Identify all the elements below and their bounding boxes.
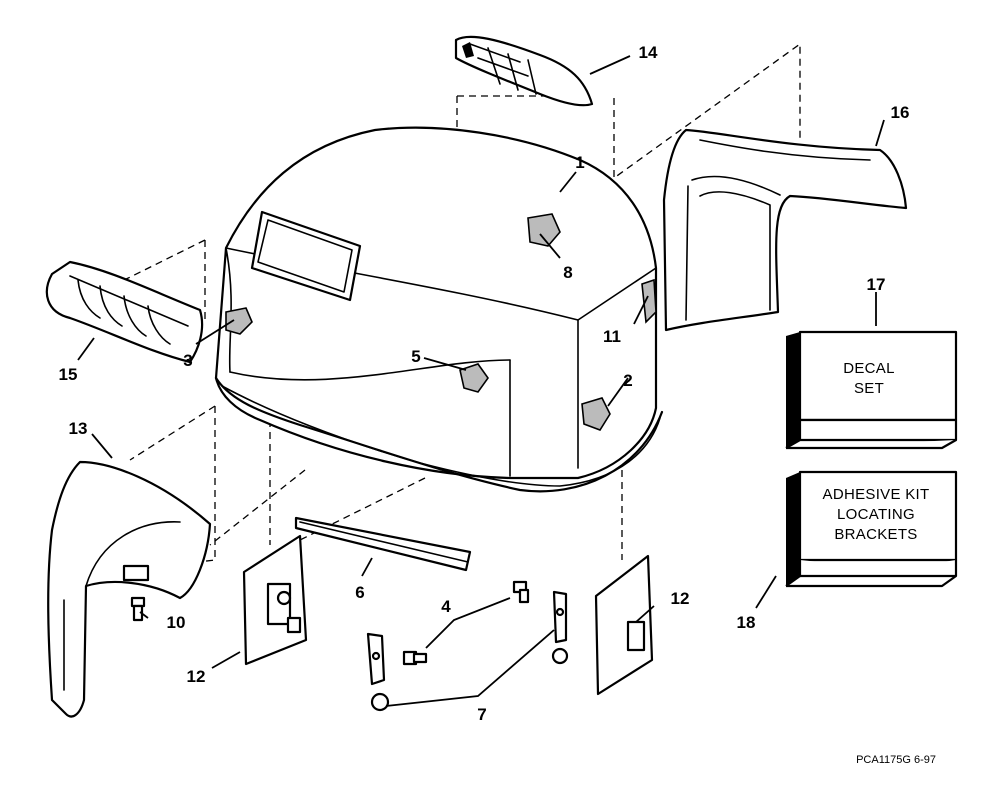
decal-11 (641, 278, 657, 324)
callout-15: 15 (59, 365, 78, 384)
callout-2: 2 (623, 371, 632, 390)
decal-2 (581, 397, 611, 431)
bracket-left-part-12 (242, 534, 308, 666)
screw-part-10 (130, 596, 146, 622)
callout-3: 3 (183, 351, 192, 370)
decal-8 (527, 213, 561, 247)
decal-3 (225, 307, 253, 335)
callout-11: 11 (603, 327, 621, 346)
top-vent-part-14 (454, 35, 594, 107)
decal-set-line1: DECAL (843, 360, 895, 377)
gasket-strip-part-6 (294, 516, 472, 572)
rear-cover-part-16 (662, 128, 908, 332)
callout-12-right: 12 (671, 589, 690, 608)
adhesive-kit-line3: BRACKETS (834, 526, 917, 543)
callout-17: 17 (867, 275, 886, 294)
decal-5 (459, 363, 489, 393)
callout-12-left: 12 (187, 667, 206, 686)
callout-5: 5 (411, 347, 420, 366)
adhesive-kit-line1: ADHESIVE KIT (823, 486, 930, 503)
callout-18: 18 (737, 613, 756, 632)
reference-code: PCA1175G 6-97 (856, 754, 936, 766)
callout-14: 14 (639, 43, 658, 62)
decal-set-box-part-17: DECAL SET (785, 330, 958, 450)
screws-part-4 (402, 580, 530, 666)
callout-10: 10 (167, 613, 186, 632)
callout-6: 6 (355, 583, 364, 602)
decal-patches (225, 213, 657, 431)
adhesive-kit-box-part-18: ADHESIVE KIT LOCATING BRACKETS (785, 470, 958, 588)
callout-numbers: 1 2 3 4 5 6 7 8 10 11 12 12 13 14 15 16 … (59, 43, 910, 724)
callout-7: 7 (477, 705, 486, 724)
side-vent-part-15 (45, 260, 204, 364)
callout-13: 13 (69, 419, 88, 438)
latches-part-7 (366, 590, 569, 712)
leader-lines (77, 55, 885, 707)
cowl-part-1 (214, 126, 664, 493)
callout-4: 4 (441, 597, 451, 616)
callout-16: 16 (891, 103, 910, 122)
callout-8: 8 (563, 263, 572, 282)
adhesive-kit-line2: LOCATING (837, 506, 915, 523)
lower-cover-part-13 (47, 460, 212, 718)
bracket-right-part-12 (594, 554, 654, 696)
decal-set-line2: SET (854, 380, 884, 397)
callout-1: 1 (575, 153, 584, 172)
